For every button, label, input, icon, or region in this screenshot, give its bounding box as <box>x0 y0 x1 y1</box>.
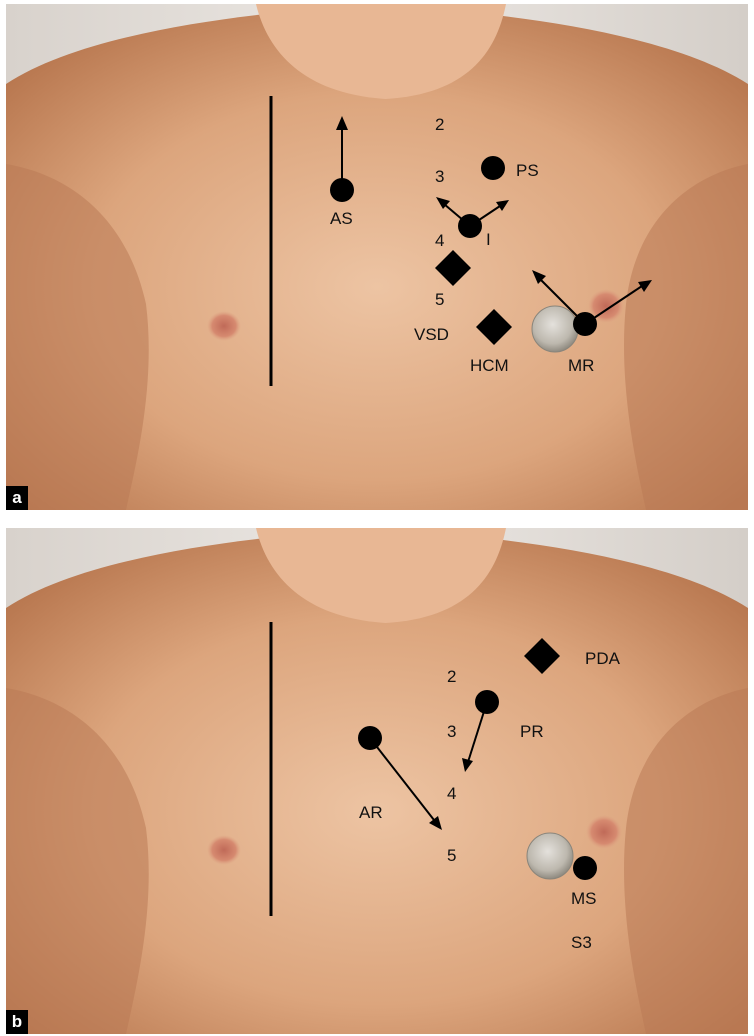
ms-label: MS <box>571 890 597 907</box>
mr-label: MR <box>568 357 594 374</box>
intercostal-2-label: 2 <box>435 116 444 133</box>
intercostal-3-label: 3 <box>435 168 444 185</box>
hcm-label: HCM <box>470 357 509 374</box>
s3-label: S3 <box>571 934 592 951</box>
pda-label: PDA <box>585 650 620 667</box>
coin <box>527 833 573 879</box>
panel-a: 2 3 4 5 AS PS I VSD HCM MR a <box>6 4 748 510</box>
intercostal-4-label: 4 <box>447 785 456 802</box>
ar-label: AR <box>359 804 383 821</box>
left-nipple <box>207 835 241 865</box>
intercostal-3-label: 3 <box>447 723 456 740</box>
intercostal-2-label: 2 <box>447 668 456 685</box>
panel-b: 2 3 4 5 PDA PR AR MS S3 b <box>6 528 748 1034</box>
as-label: AS <box>330 210 353 227</box>
as-marker <box>330 178 354 202</box>
coin <box>532 306 578 352</box>
panel-a-tag: a <box>6 486 28 510</box>
ms-marker <box>573 856 597 880</box>
i-marker <box>458 214 482 238</box>
chest-photo-b <box>6 528 748 1034</box>
pr-marker <box>475 690 499 714</box>
intercostal-5-label: 5 <box>435 291 444 308</box>
ps-label: PS <box>516 162 539 179</box>
vsd-label: VSD <box>414 326 449 343</box>
mr-marker <box>573 312 597 336</box>
pr-label: PR <box>520 723 544 740</box>
chest-photo-a <box>6 4 748 510</box>
right-nipple <box>586 815 622 849</box>
panel-b-tag: b <box>6 1010 28 1034</box>
left-nipple <box>207 311 241 341</box>
intercostal-4-label: 4 <box>435 232 444 249</box>
ar-marker <box>358 726 382 750</box>
intercostal-5-label: 5 <box>447 847 456 864</box>
i-label: I <box>486 231 491 248</box>
ps-marker <box>481 156 505 180</box>
